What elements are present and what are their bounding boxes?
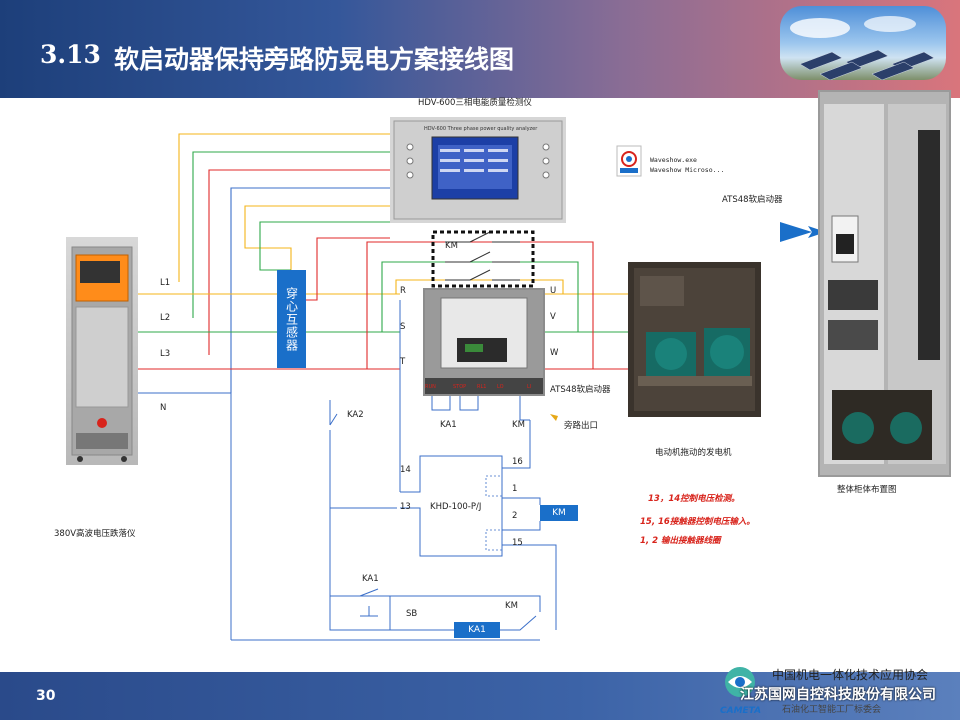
ats48-photo: RUN STOP RL1 LO LI: [423, 288, 545, 396]
label-v: V: [550, 312, 556, 322]
analyzer-label: HDV-600三相电能质量检测仪: [418, 98, 532, 108]
terminal-14: 14: [400, 465, 411, 475]
section-title: 软启动器保持旁路防晃电方案接线图: [114, 45, 515, 74]
ct-to-analyzer-1: [244, 205, 390, 270]
motor-generator-photo: [628, 262, 761, 417]
ka2-label: KA2: [347, 410, 364, 420]
analyzer-feed-l3: [208, 169, 390, 355]
analyzer-feed-n: [230, 187, 390, 393]
org-line-1: 中国机电一体化技术应用协会: [772, 668, 929, 682]
sag-tester-label: 380V高波电压跌落仪: [54, 529, 136, 539]
khd-module-label: KHD-100-P/J: [430, 502, 482, 512]
terminal-16: 16: [512, 457, 523, 467]
label-u: U: [550, 286, 557, 296]
svg-text:RUN: RUN: [425, 384, 436, 390]
label-s: S: [400, 322, 406, 332]
terminal-2: 2: [512, 511, 518, 521]
ka1-coil: KA1: [454, 622, 500, 638]
org-abbreviation: CAMETA: [720, 706, 762, 716]
footer-bar: [0, 672, 960, 720]
ct-to-analyzer-2: [259, 221, 390, 271]
label-w: W: [550, 348, 559, 358]
current-transformer: 穿心互感器: [277, 270, 306, 368]
km-top-label: KM: [445, 241, 458, 251]
motor-generator-label: 电动机拖动的发电机: [655, 448, 732, 458]
ct-to-analyzer-3: [306, 237, 390, 301]
km-label-a: KM: [512, 420, 525, 430]
label-l1: L1: [160, 278, 171, 288]
section-number: 3.13: [40, 40, 101, 69]
analyzer-feed-l2: [192, 151, 390, 318]
cabinet-photo: [818, 90, 951, 477]
svg-text:STOP: STOP: [453, 384, 466, 390]
note-3: 1, 2 输出接触器线圈: [640, 536, 721, 546]
bypass-l3: [366, 241, 594, 369]
bypass-l2: [381, 261, 579, 332]
ats48-label-center: ATS48软启动器: [550, 385, 611, 395]
ka1-label-b: KA1: [362, 574, 379, 584]
cabinet-label: 整体柜体布置图: [837, 485, 897, 495]
bypass-outlet-label: 旁路出口: [564, 421, 599, 431]
svg-text:LI: LI: [527, 384, 531, 390]
km-coil: KM: [540, 505, 578, 521]
solar-panel-image: [780, 6, 946, 80]
terminal-13: 13: [400, 502, 411, 512]
svg-text:LO: LO: [497, 384, 504, 390]
label-t: T: [400, 357, 406, 367]
label-n: N: [160, 403, 167, 413]
svg-text:RL1: RL1: [477, 384, 486, 390]
bypass-l1: [395, 279, 564, 294]
analyzer-feed-l1: [178, 133, 390, 282]
ats48-label-right: ATS48软启动器: [722, 195, 783, 205]
sag-tester-photo: [66, 237, 138, 465]
title-bar: 3.13 软启动器保持旁路防晃电方案接线图: [0, 0, 960, 98]
label-r: R: [400, 286, 406, 296]
label-l2: L2: [160, 313, 171, 323]
ka1-label-a: KA1: [440, 420, 457, 430]
terminal-1: 1: [512, 484, 518, 494]
software-name-1: Waveshow.exe: [650, 156, 697, 164]
note-1: 13，14控制电压检测。: [648, 494, 740, 504]
label-l3: L3: [160, 349, 171, 359]
software-name-2: Waveshow Microso...: [650, 166, 725, 174]
note-2: 15, 16接触器控制电压输入。: [640, 517, 755, 527]
org-line-3: 石油化工智能工厂标委会: [782, 705, 882, 715]
org-logo-icon: [725, 667, 755, 697]
org-line-2: 江苏国网自控科技股份有限公司: [740, 687, 936, 703]
page-number: 30: [36, 688, 56, 704]
sb-label: SB: [406, 609, 418, 619]
analyzer-panel-label: HDV-600 Three phase power quality analyz…: [424, 126, 538, 132]
analyzer-photo: HDV-600 Three phase power quality analyz…: [390, 117, 566, 223]
terminal-15: 15: [512, 538, 523, 548]
km-label-b: KM: [505, 601, 518, 611]
organization-block: 中国机电一体化技术应用协会 江苏国网自控科技股份有限公司 石油化工智能工厂标委会…: [720, 664, 960, 720]
software-icon: [616, 144, 642, 180]
